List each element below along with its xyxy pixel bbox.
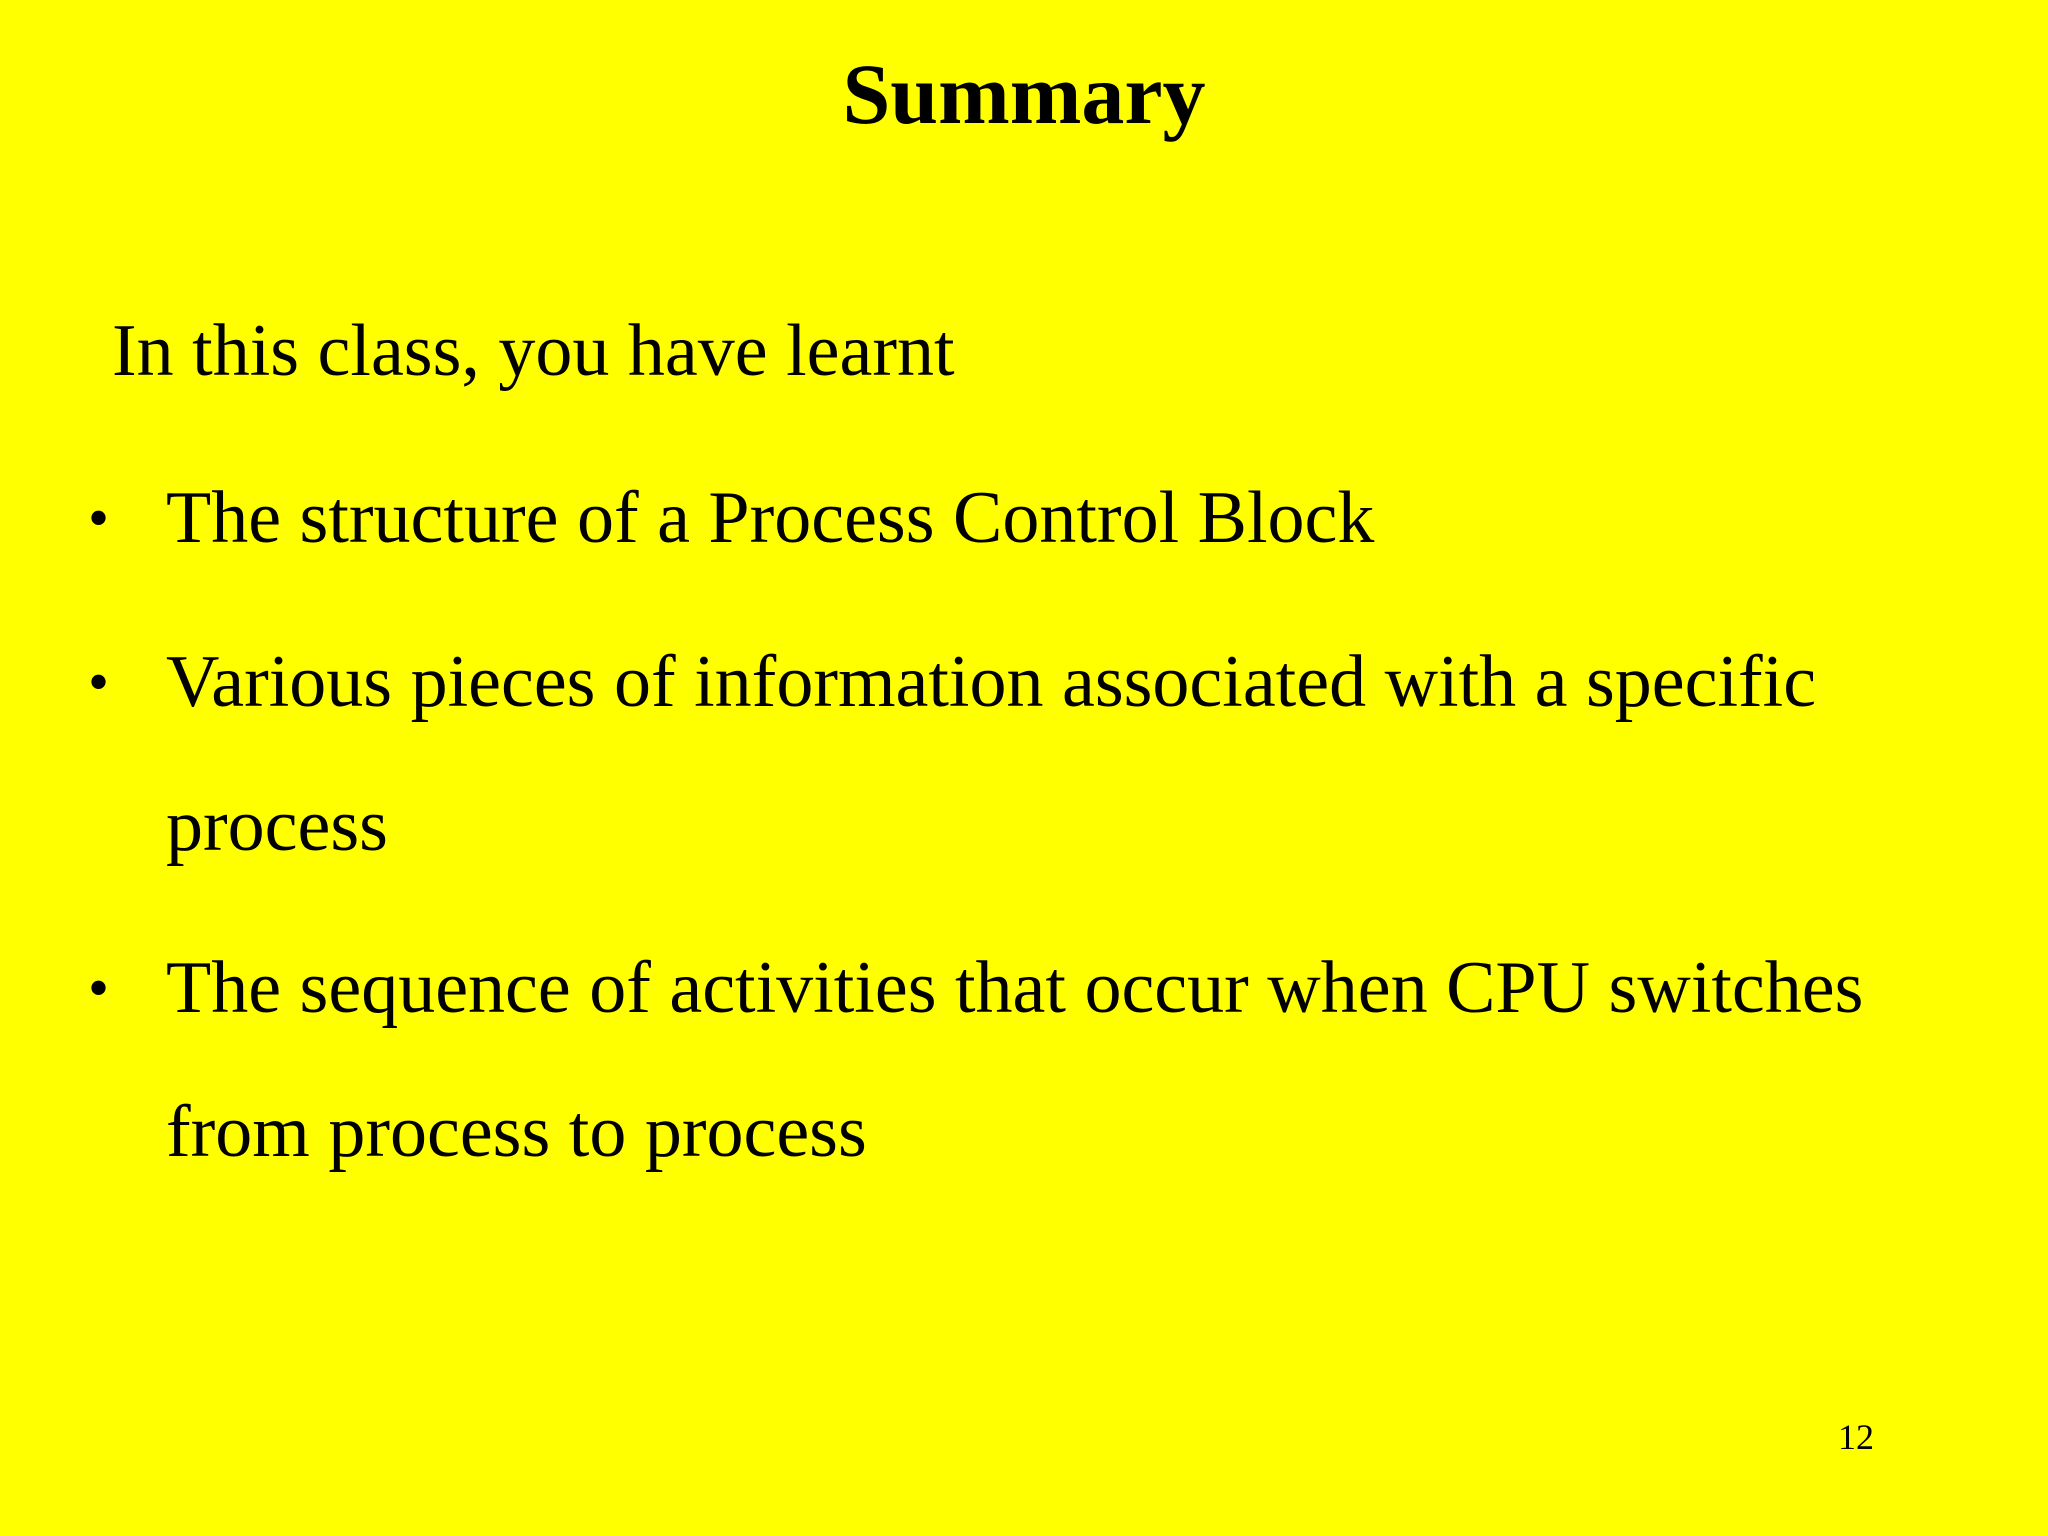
page-number: 12 xyxy=(1838,1417,1874,1457)
intro-text: In this class, you have learnt xyxy=(112,310,955,392)
bullet-icon: • xyxy=(88,649,110,715)
bullet-icon: • xyxy=(88,485,110,551)
bullet-text: The sequence of activities that occur wh… xyxy=(166,947,1864,1173)
bullet-icon: • xyxy=(88,955,110,1021)
slide-title: Summary xyxy=(842,46,1206,142)
bullet-text: The structure of a Process Control Block xyxy=(166,477,1375,559)
bullet-text: Various pieces of information associated… xyxy=(166,641,1817,867)
